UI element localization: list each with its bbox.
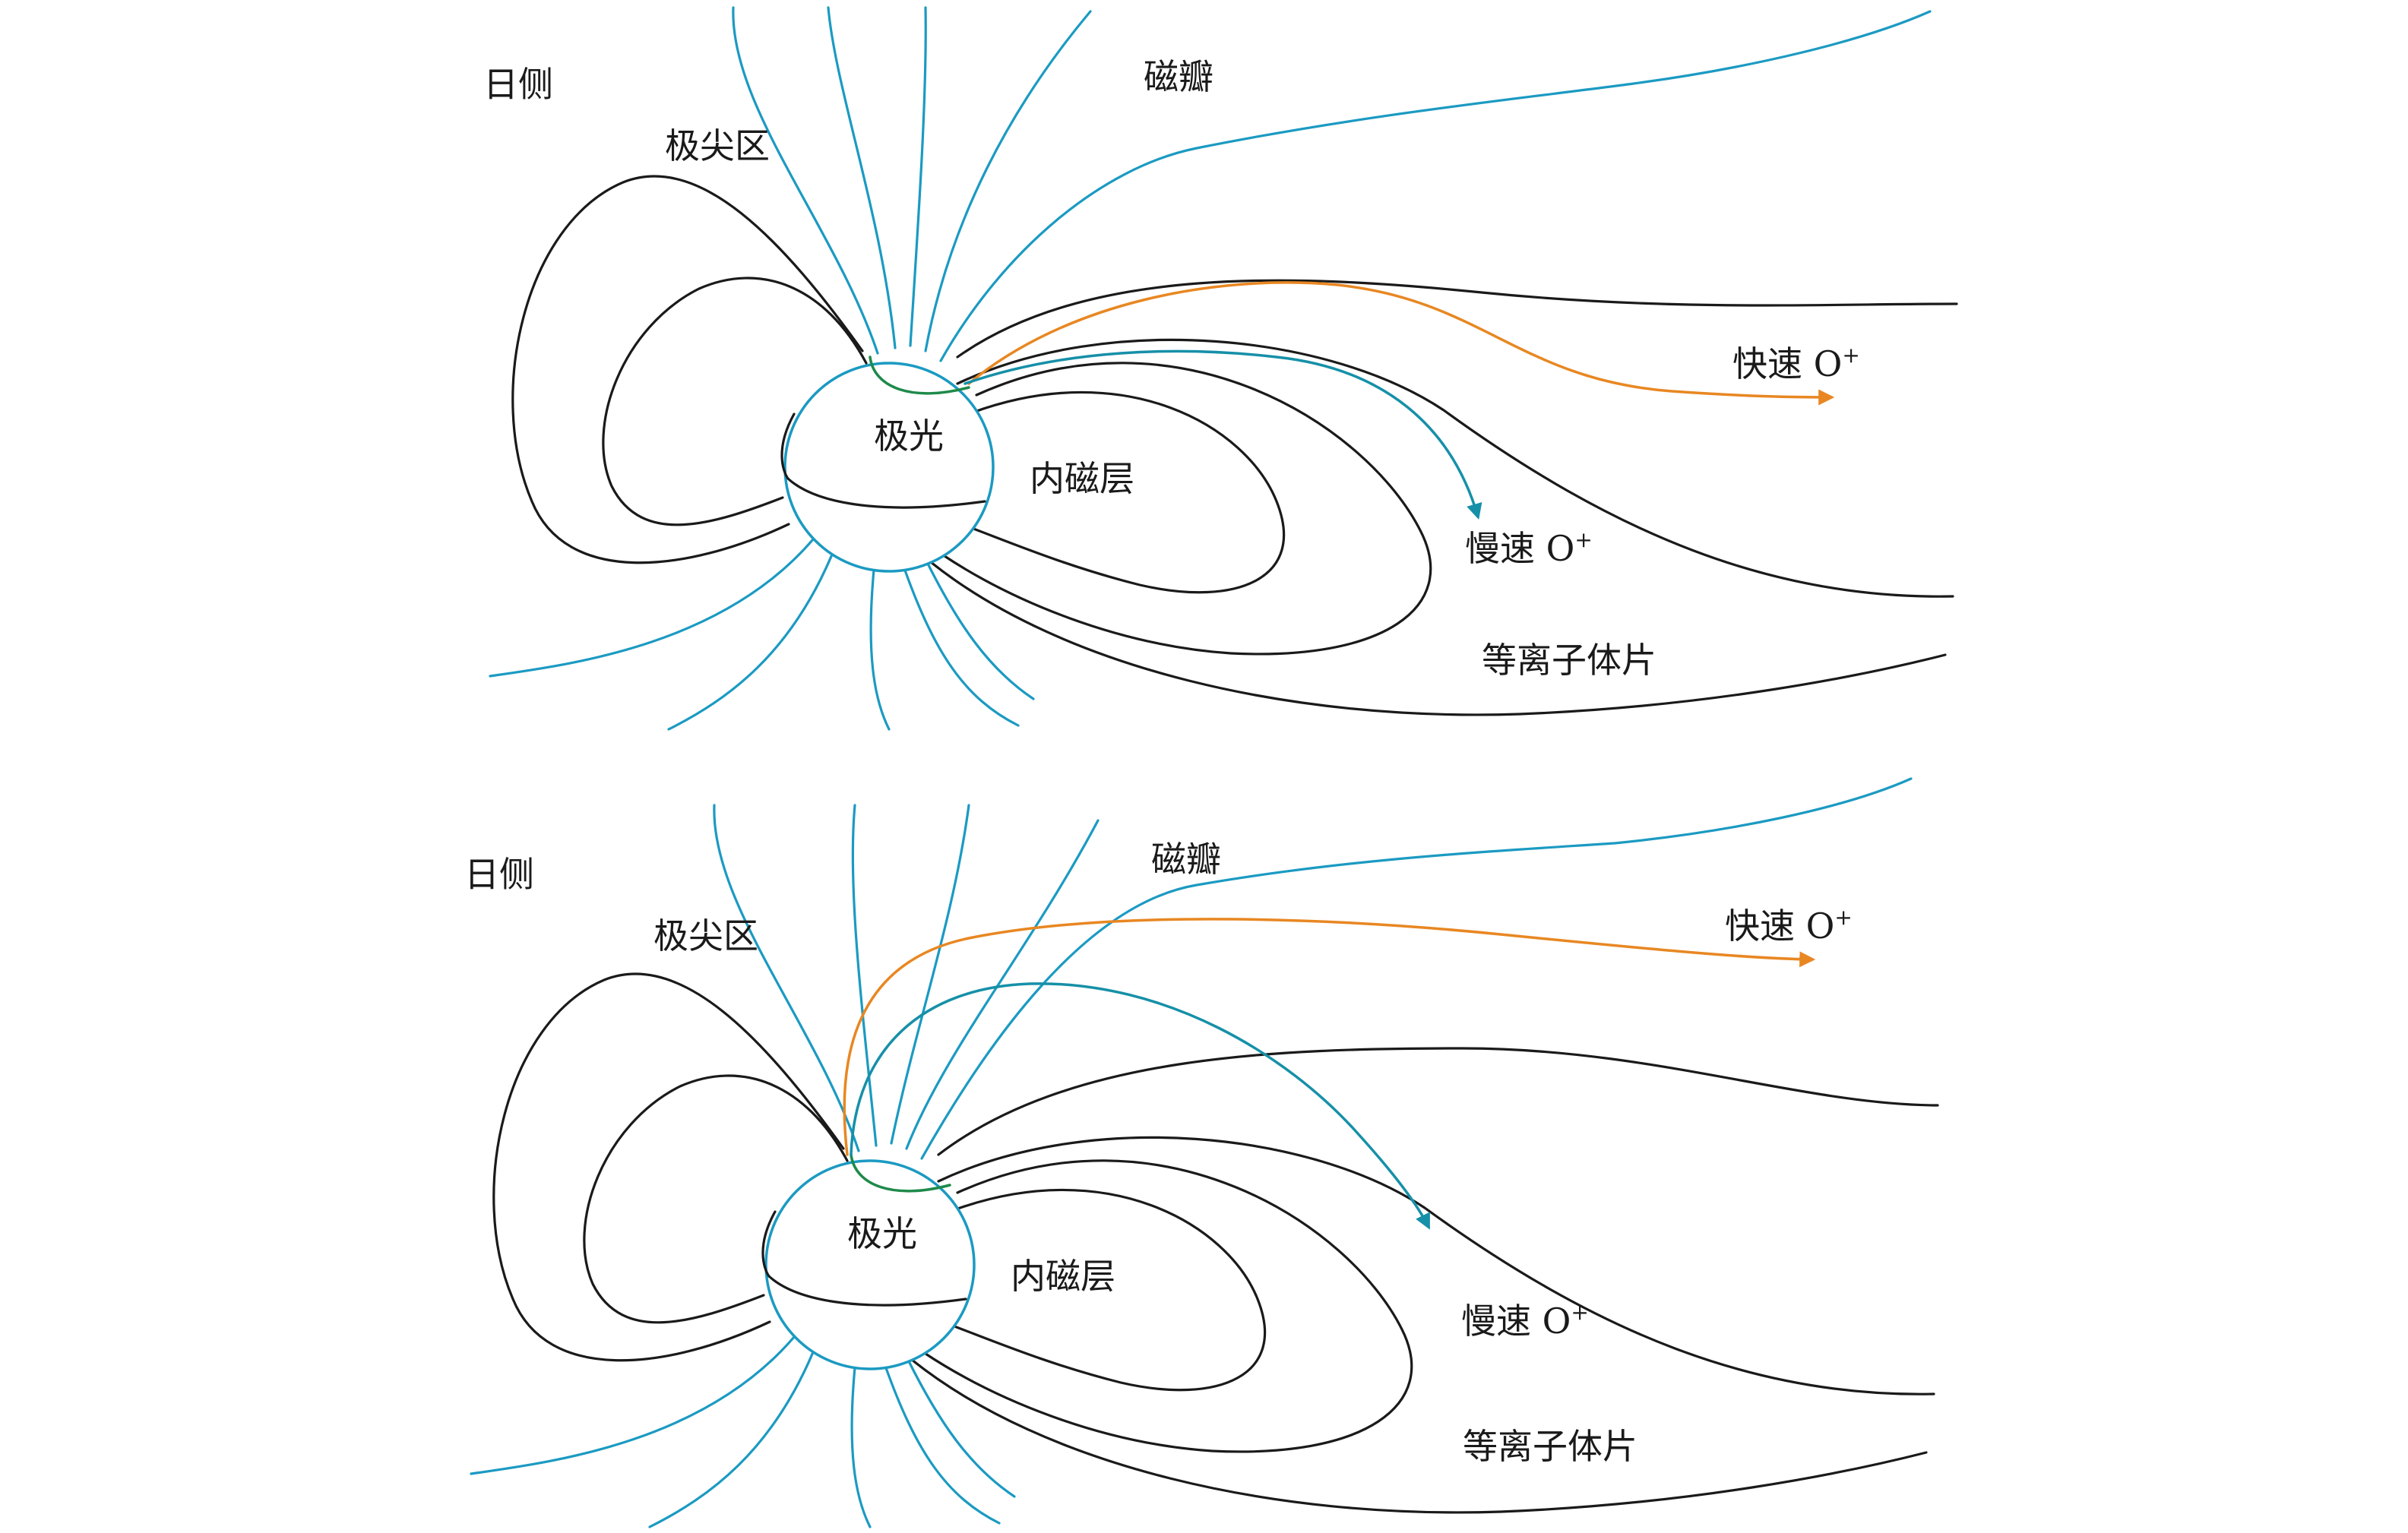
label-lobe: 磁瓣	[1151, 839, 1221, 880]
dayside-field-line-outer	[492, 972, 845, 1362]
slow-ion-charge: +	[1574, 527, 1592, 552]
tail-field-line-1	[941, 1188, 1267, 1392]
slow-ion-trajectory	[964, 349, 1482, 520]
label-fast-ion: 快速 O+	[1725, 905, 1853, 947]
open-field-line	[903, 567, 1020, 727]
open-field-line	[905, 819, 1100, 1150]
earth-equator	[786, 477, 986, 509]
open-field-line	[890, 804, 970, 1145]
tail-field-line-4	[956, 279, 1958, 359]
open-field-line	[939, 10, 1932, 362]
open-field-line	[667, 553, 834, 731]
open-field-line	[924, 10, 1092, 352]
label-plasma-sheet: 等离子体片	[1482, 640, 1656, 681]
open-field-line	[489, 538, 815, 678]
tail-field-line-5	[910, 1358, 1928, 1514]
earth-terminator	[761, 1210, 777, 1278]
tail-field-line-5	[929, 561, 1947, 716]
open-field-line	[851, 804, 878, 1147]
label-dayside: 日侧	[483, 64, 553, 105]
dayside-field-line-outer	[511, 175, 864, 564]
slow-ion-trajectory	[850, 982, 1430, 1230]
dayside-field-line-inner	[583, 1074, 849, 1324]
label-inner-magnetosphere: 内磁层	[1030, 458, 1134, 499]
label-lobe: 磁瓣	[1144, 56, 1213, 97]
tail-field-line-2	[941, 362, 1432, 656]
open-field-line	[470, 1335, 796, 1475]
open-field-line	[884, 1364, 1001, 1525]
panel-top: 日侧 极尖区 磁瓣 极光 内磁层 快速 O+ 慢速 O+ 等离子体片	[483, 6, 1958, 731]
tail-field-line-3	[956, 338, 1954, 598]
fast-ion-trajectory	[843, 918, 1816, 1156]
label-slow-ion: 慢速 O+	[1465, 527, 1593, 569]
earth-terminator	[780, 412, 796, 480]
label-plasma-sheet: 等离子体片	[1463, 1426, 1638, 1467]
tail-field-line-2	[922, 1159, 1413, 1453]
dayside-field-line-inner	[602, 277, 868, 526]
aurora-oval	[850, 1153, 951, 1193]
label-cusp: 极尖区	[665, 125, 770, 166]
earth	[783, 362, 995, 573]
open-field-line	[850, 1366, 872, 1528]
open-field-line	[907, 1358, 1016, 1498]
label-fast-ion: 快速 O+	[1732, 343, 1860, 384]
fast-ion-text: 快速 O	[1732, 343, 1842, 384]
label-cusp: 极尖区	[653, 915, 758, 956]
open-field-line	[648, 1351, 815, 1528]
label-dayside: 日侧	[464, 854, 534, 895]
aurora-oval	[869, 356, 970, 395]
fast-ion-charge: +	[1834, 905, 1852, 930]
fast-ion-trajectory	[967, 281, 1835, 406]
panel-bottom: 日侧 极尖区 磁瓣 极光 内磁层 快速 O+ 慢速 O+ 等离子体片	[464, 777, 1939, 1528]
fast-ion-text: 快速 O	[1725, 906, 1834, 947]
label-aurora: 极光	[874, 416, 944, 457]
slow-ion-text: 慢速 O	[1465, 528, 1574, 569]
tail-field-line-4	[937, 1047, 1939, 1156]
open-field-line	[732, 6, 879, 355]
earth	[764, 1159, 976, 1370]
open-field-line	[713, 804, 860, 1152]
open-field-line	[869, 568, 891, 731]
tail-field-line-1	[960, 390, 1286, 594]
label-aurora: 极光	[847, 1213, 917, 1254]
fast-ion-charge: +	[1842, 343, 1859, 368]
label-slow-ion: 慢速 O+	[1461, 1300, 1589, 1342]
slow-ion-text: 慢速 O	[1461, 1301, 1571, 1342]
label-inner-magnetosphere: 内磁层	[1011, 1256, 1115, 1297]
open-field-line	[909, 6, 927, 347]
open-field-line	[920, 777, 1913, 1160]
slow-ion-charge: +	[1571, 1300, 1588, 1325]
open-field-line	[926, 561, 1035, 700]
open-field-line	[827, 6, 897, 349]
tail-field-line-3	[937, 1136, 1935, 1396]
earth-equator	[767, 1275, 967, 1307]
